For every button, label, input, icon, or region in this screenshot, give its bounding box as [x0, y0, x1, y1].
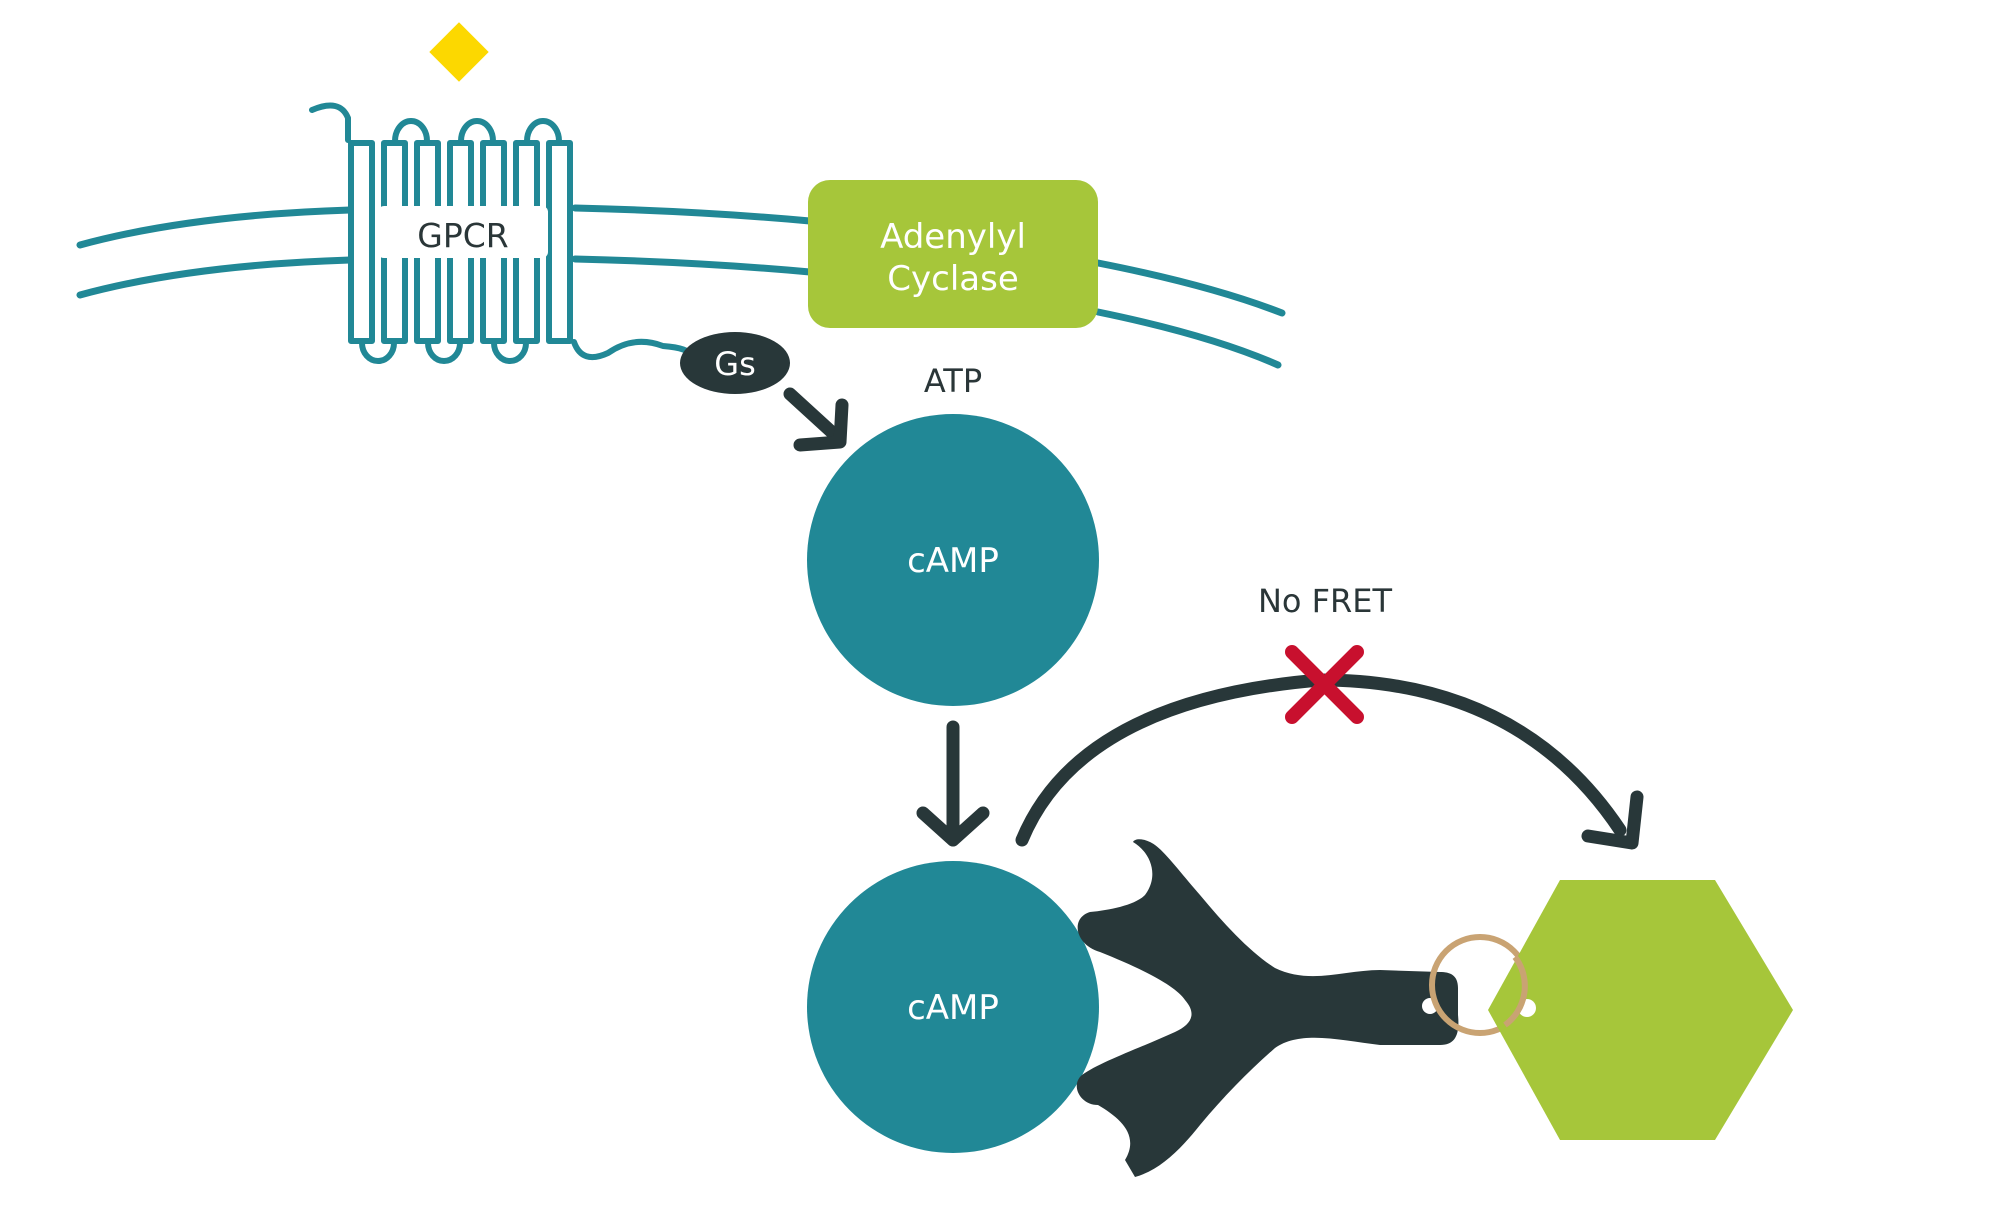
gs-protein	[680, 332, 790, 394]
camp-label-bottom: cAMP	[907, 988, 999, 1028]
adenylyl-cyclase-box	[808, 180, 1098, 328]
no-fret-label: No FRET	[1258, 582, 1393, 620]
fret-arc-arrow	[1015, 673, 1627, 847]
atp-label: ATP	[924, 362, 982, 400]
gpcr-label: GPCR	[417, 216, 508, 255]
no-fret-cross	[1285, 645, 1364, 724]
ligand-diamond	[429, 22, 489, 82]
cell-membrane	[76, 204, 1286, 369]
gs-label: Gs	[714, 345, 755, 383]
camp-label-top: cAMP	[907, 541, 999, 581]
fret-arrowhead	[1581, 790, 1644, 850]
fluorophore-hexagon	[1488, 880, 1793, 1140]
camp-molecule-top	[807, 414, 1099, 706]
adenylyl-cyclase-label-line2: Cyclase	[887, 259, 1018, 299]
gs-activation-arrow	[783, 387, 849, 452]
down-arrow	[916, 720, 990, 847]
gpcr-label-bg	[378, 206, 548, 258]
linker-ring-front	[1503, 955, 1528, 1028]
adenylyl-cyclase-label-line1: Adenylyl	[880, 217, 1026, 257]
camp-molecule-bottom	[807, 861, 1099, 1153]
antibody-sensor	[1076, 839, 1459, 1177]
